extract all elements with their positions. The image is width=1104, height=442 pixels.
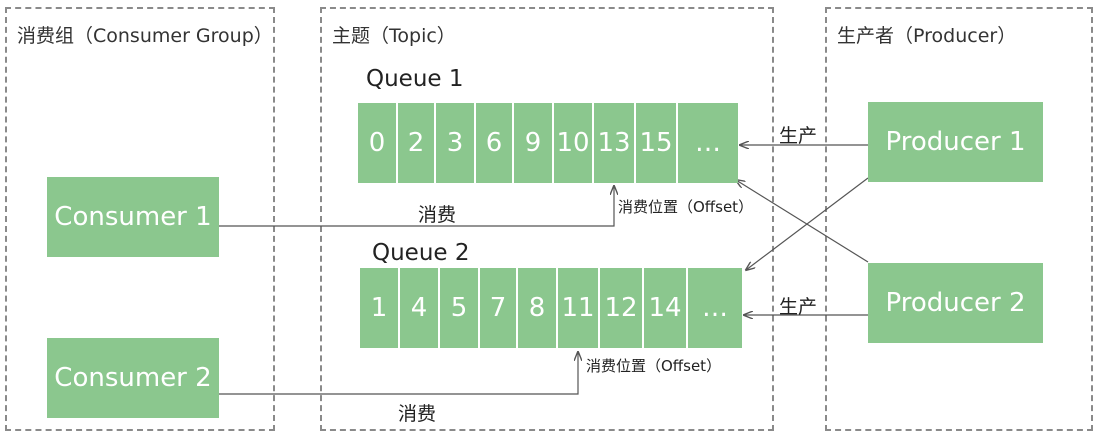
queue-1-cell: 15 [636,103,678,183]
topic-title: 主题（Topic） [332,25,456,47]
queue-2: 1 4 5 7 8 11 12 14 … [360,268,742,348]
consumer-2-label: Consumer 2 [54,363,212,393]
consumer-2-box: Consumer 2 [47,338,219,418]
queue-1-cell: … [695,128,721,158]
produce-label-1: 生产 [779,125,818,147]
consume-label-2: 消费 [398,403,437,425]
queue-2-cell: 8 [518,268,558,348]
offset-label-2: 消费位置（Offset） [586,357,722,375]
queue-2-cell: 1 [360,268,400,348]
producer-2-label: Producer 2 [885,288,1026,318]
queue-2-cell: 14 [644,268,688,348]
queue-1-cell: 13 [594,103,636,183]
queue-2-cell: … [702,293,728,323]
produce-label-2: 生产 [779,296,818,318]
consumer-group-title: 消费组（Consumer Group） [17,25,273,47]
consumer1-to-queue1-offset-arrow [219,186,614,227]
queue-2-cell: 5 [440,268,480,348]
producer-1-box: Producer 1 [868,102,1043,182]
queue-2-cell: 12 [600,268,644,348]
producer-group-container: 生产者（Producer） [825,7,1093,431]
consumer-1-label: Consumer 1 [54,202,212,232]
consumer-1-box: Consumer 1 [47,177,219,257]
topic-container: 主题（Topic） [320,7,774,431]
queue-1-cell: 2 [398,103,436,183]
consumer-group-container: 消费组（Consumer Group） [5,7,275,431]
queue-2-cell: 7 [480,268,518,348]
queue-2-title: Queue 2 [372,240,470,266]
queue-1: 0 2 3 6 9 10 13 15 … [358,103,738,183]
producer-group-title: 生产者（Producer） [837,25,1017,47]
producer2-to-queue1-arrow [736,180,869,263]
queue-1-cell: 10 [554,103,594,183]
queue-1-title: Queue 1 [366,66,464,92]
producer-1-label: Producer 1 [885,127,1026,157]
offset-label-1: 消费位置（Offset） [618,198,754,216]
queue-2-cell: 11 [558,268,600,348]
queue-2-cell: 4 [400,268,440,348]
consume-label-1: 消费 [418,204,457,226]
queue-1-cell: 0 [358,103,398,183]
queue-1-cell: 3 [436,103,476,183]
queue-1-cell: 6 [476,103,514,183]
queue-1-cell: 9 [514,103,554,183]
producer-2-box: Producer 2 [868,263,1043,343]
consumer2-to-queue2-offset-arrow [219,352,578,395]
